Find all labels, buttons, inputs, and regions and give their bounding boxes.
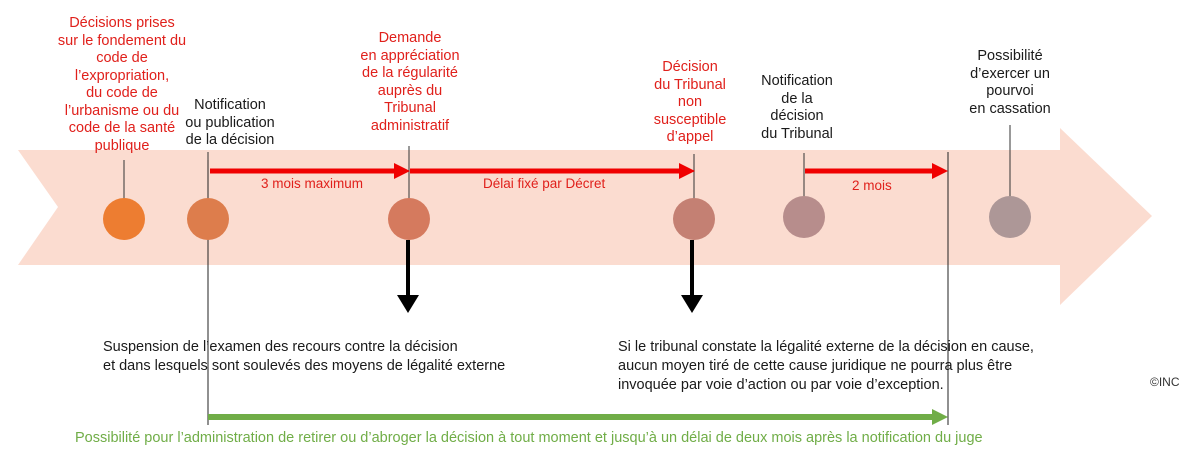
event-label-notification: Notification ou publication de la décisi… <box>185 97 275 148</box>
event-label-demande: Demande en appréciation de la régularité… <box>360 30 460 134</box>
consequence-suspension: Suspension de l’examen des recours contr… <box>103 339 506 374</box>
arrow-decret-head <box>679 163 695 179</box>
arrow-3-mois-head <box>394 163 410 179</box>
delay-label-decret: Délai fixé par Décret <box>483 176 606 191</box>
arrow-down-legalite-head <box>681 295 703 313</box>
event-label-notification-tribunal: Notification de la décision du Tribunal <box>761 73 833 142</box>
event-marker-0 <box>103 198 145 240</box>
event-marker-3 <box>673 198 715 240</box>
consequence-legalite: Si le tribunal constate la légalité exte… <box>618 339 1034 393</box>
event-marker-5 <box>989 196 1031 238</box>
event-marker-4 <box>783 196 825 238</box>
event-markers <box>103 196 1031 240</box>
event-label-pourvoi: Possibilité d’exercer un pourvoi en cass… <box>969 48 1051 117</box>
event-marker-2 <box>388 198 430 240</box>
delay-arrows <box>208 163 948 425</box>
event-label-decisions: Décisions prises sur le fondement du cod… <box>57 15 187 154</box>
delay-label-3-mois: 3 mois maximum <box>261 176 364 191</box>
arrow-2-mois-head <box>932 163 948 179</box>
event-marker-1 <box>187 198 229 240</box>
event-label-decision-tribunal: Décision du Tribunal non susceptible d’a… <box>653 59 727 145</box>
withdrawal-note: Possibilité pour l’administration de ret… <box>75 430 983 446</box>
arrow-down-suspension-head <box>397 295 419 313</box>
delay-label-2-mois: 2 mois <box>852 178 892 193</box>
arrow-green-head <box>932 409 948 425</box>
copyright: ©INC <box>1150 375 1180 389</box>
